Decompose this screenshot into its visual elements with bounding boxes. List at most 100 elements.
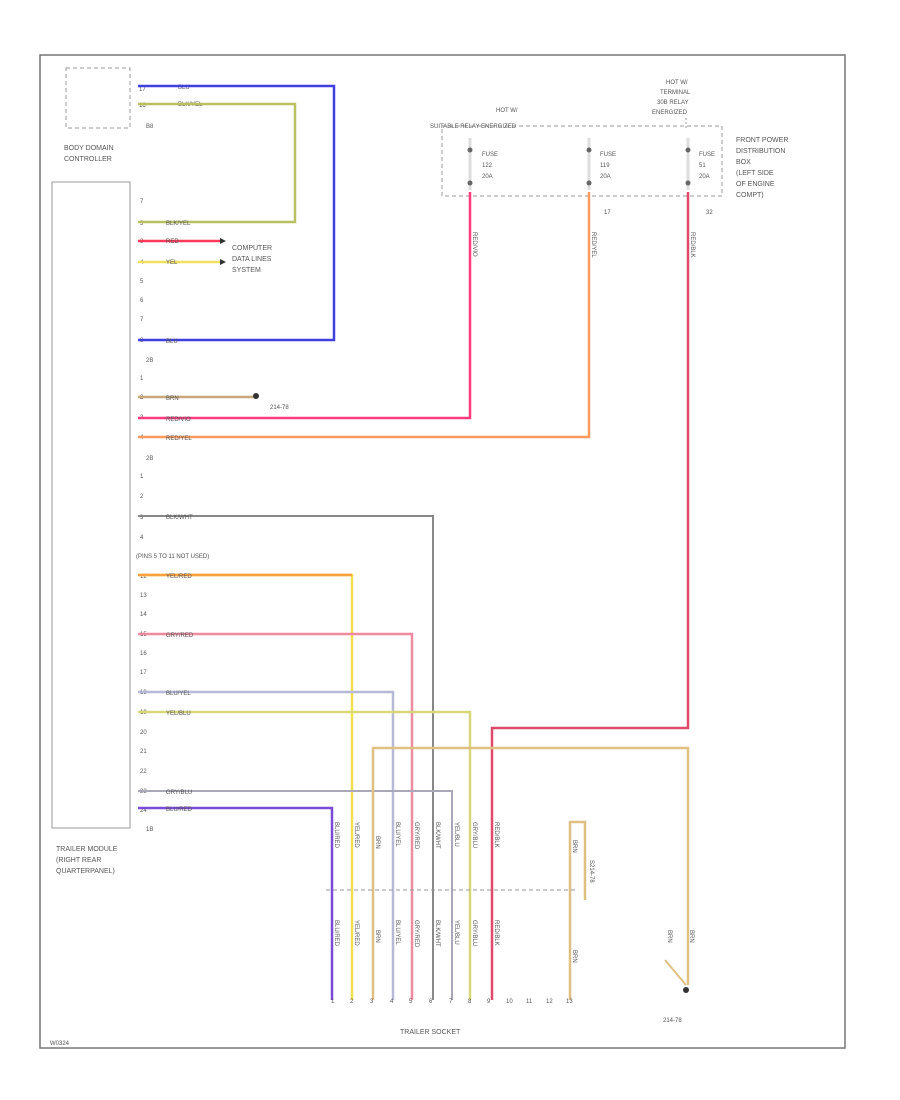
fuse-terminal-icon (467, 147, 473, 153)
socket-pin: 3 (370, 999, 374, 1005)
wire-label: BRN (166, 396, 179, 402)
right-wire-label: BRN (688, 930, 694, 943)
socket-pin: 6 (429, 999, 433, 1005)
terminal-hot-line4: ENERGIZED (652, 110, 688, 116)
fuse-number: 122 (482, 163, 493, 169)
wire-red-vio-fuse122 (138, 192, 472, 420)
wire-label: YEL (166, 260, 178, 266)
right-wire-label: BRN (571, 840, 577, 853)
fuse-name: FUSE (699, 152, 715, 158)
module-connector-id: 2B (146, 456, 153, 462)
computer-data-lines-line2: DATA LINES (232, 256, 272, 263)
module-pin: 17 (140, 670, 147, 676)
diagram-frame (39, 54, 846, 1049)
terminal-hot-line3: 30B RELAY (657, 100, 689, 106)
wire-label-vertical: RED/BLK (689, 232, 695, 258)
socket-pin: 12 (546, 999, 553, 1005)
bdc-label-line2: CONTROLLER (64, 156, 112, 163)
wire-brn-loop (371, 746, 690, 1000)
fuse-box-line1: FRONT POWER (736, 137, 788, 144)
fuse-terminal-icon (586, 180, 592, 186)
module-pin: 14 (140, 612, 147, 618)
trailer-module-label-line2: (RIGHT REAR (56, 857, 101, 864)
wire-label: BLU/RED (166, 807, 193, 813)
wire-label: BLU (166, 339, 178, 345)
trailer-module-label-line1: TRAILER MODULE (56, 846, 118, 853)
socket-wire-label: GRY/BLU (471, 822, 477, 848)
module-pin: 5 (140, 279, 144, 285)
socket-wire-label: YEL/BLU (453, 920, 459, 945)
wire-label: RED/VIO (166, 417, 191, 423)
fuse-name: FUSE (482, 152, 498, 158)
footer-code: W0324 (50, 1041, 70, 1047)
fuse-connector-id: 32 (706, 210, 713, 216)
wire-label: BLK/WHT (166, 515, 193, 521)
computer-data-lines-line3: SYSTEM (232, 267, 261, 274)
fuse-box-line5: OF ENGINE (736, 181, 775, 188)
trailer-socket-label: TRAILER SOCKET (400, 1029, 461, 1036)
fuse-51: FUSE 51 20A (685, 138, 715, 190)
socket-pin: 5 (409, 999, 413, 1005)
fuse-box-line6: COMPT) (736, 192, 764, 199)
module-connector-id: 2B (146, 358, 153, 364)
module-pin: 7 (140, 317, 144, 323)
socket-wire-label: RED/BLK (493, 920, 499, 946)
bdc-pin-2: 16 (139, 103, 146, 109)
module-pin: 13 (140, 593, 147, 599)
fuses-hot-line2: SUITABLE RELAY ENERGIZED (430, 124, 517, 130)
socket-pin-numbers: 1 2 3 4 5 6 7 8 9 10 11 12 13 (331, 999, 573, 1005)
wire-label: YEL/RED (166, 574, 192, 580)
computer-data-lines-line1: COMPUTER (232, 245, 272, 252)
wire-brn-ground-2 (664, 959, 687, 986)
module-pin: 5 (140, 221, 144, 227)
module-connector-id: 1B (146, 827, 153, 833)
arrow-icon (220, 259, 226, 265)
socket-wire-label: BLK/WHT (434, 920, 440, 947)
fuse-terminal-icon (685, 180, 691, 186)
module-pin: 4 (140, 535, 144, 541)
module-pin: 12 (140, 574, 147, 580)
module-pin: 1 (140, 474, 144, 480)
socket-wire-label: YEL/RED (353, 822, 359, 848)
socket-pin: 4 (390, 999, 394, 1005)
fuse-119: FUSE 119 20A (586, 138, 616, 190)
wire-label: YEL/BLU (166, 711, 191, 717)
bdc-label-line1: BODY DOMAIN (64, 145, 114, 152)
socket-wire-label: RED/BLK (493, 822, 499, 848)
wire-brn-splice (568, 820, 587, 1000)
wire-gry-blu (138, 790, 453, 1000)
wire-label: GRY/BLU (166, 790, 192, 796)
module-pin: 7 (140, 199, 144, 205)
ground-label: 214-78 (270, 405, 289, 411)
terminal-hot-line2: TERMINAL (660, 90, 691, 96)
bdc-pin-1: 17 (139, 87, 146, 93)
fuse-rating: 20A (699, 174, 710, 180)
module-pin: 1 (140, 376, 144, 382)
module-pin: 22 (140, 769, 147, 775)
socket-upper-labels: BLU/RED YEL/RED BRN BLU/YEL GRY/RED BLK/… (333, 822, 499, 850)
trailer-module-box (51, 181, 131, 829)
fuse-terminal-icon (685, 147, 691, 153)
wire-blu-bdc (138, 84, 336, 342)
socket-wire-label: BLU/RED (333, 822, 339, 849)
socket-wire-label: YEL/RED (353, 920, 359, 946)
right-wire-label: BRN (571, 950, 577, 963)
wire-label: BLK/YEL (166, 221, 191, 227)
fuse-connector-id: 17 (604, 210, 611, 216)
ground-dot-icon (683, 987, 689, 993)
socket-wire-label: BLU/YEL (394, 920, 400, 945)
socket-wire-label: BLU/RED (333, 920, 339, 947)
socket-pin: 9 (487, 999, 491, 1005)
fuse-hot-box (441, 125, 723, 197)
fuse-name: FUSE (600, 152, 616, 158)
fuse-rating: 20A (600, 174, 611, 180)
module-pin: 6 (140, 298, 144, 304)
fuse-box-line4: (LEFT SIDE (736, 170, 774, 177)
terminal-hot-line1: HOT W/ (666, 80, 688, 86)
socket-pin: 1 (331, 999, 335, 1005)
wire-blk-yel-bdc (138, 102, 297, 224)
fuse-122: FUSE 122 20A (467, 138, 498, 190)
module-pin: 2 (140, 494, 144, 500)
module-pins-note: (PINS 5 TO 11 NOT USED) (136, 554, 209, 560)
